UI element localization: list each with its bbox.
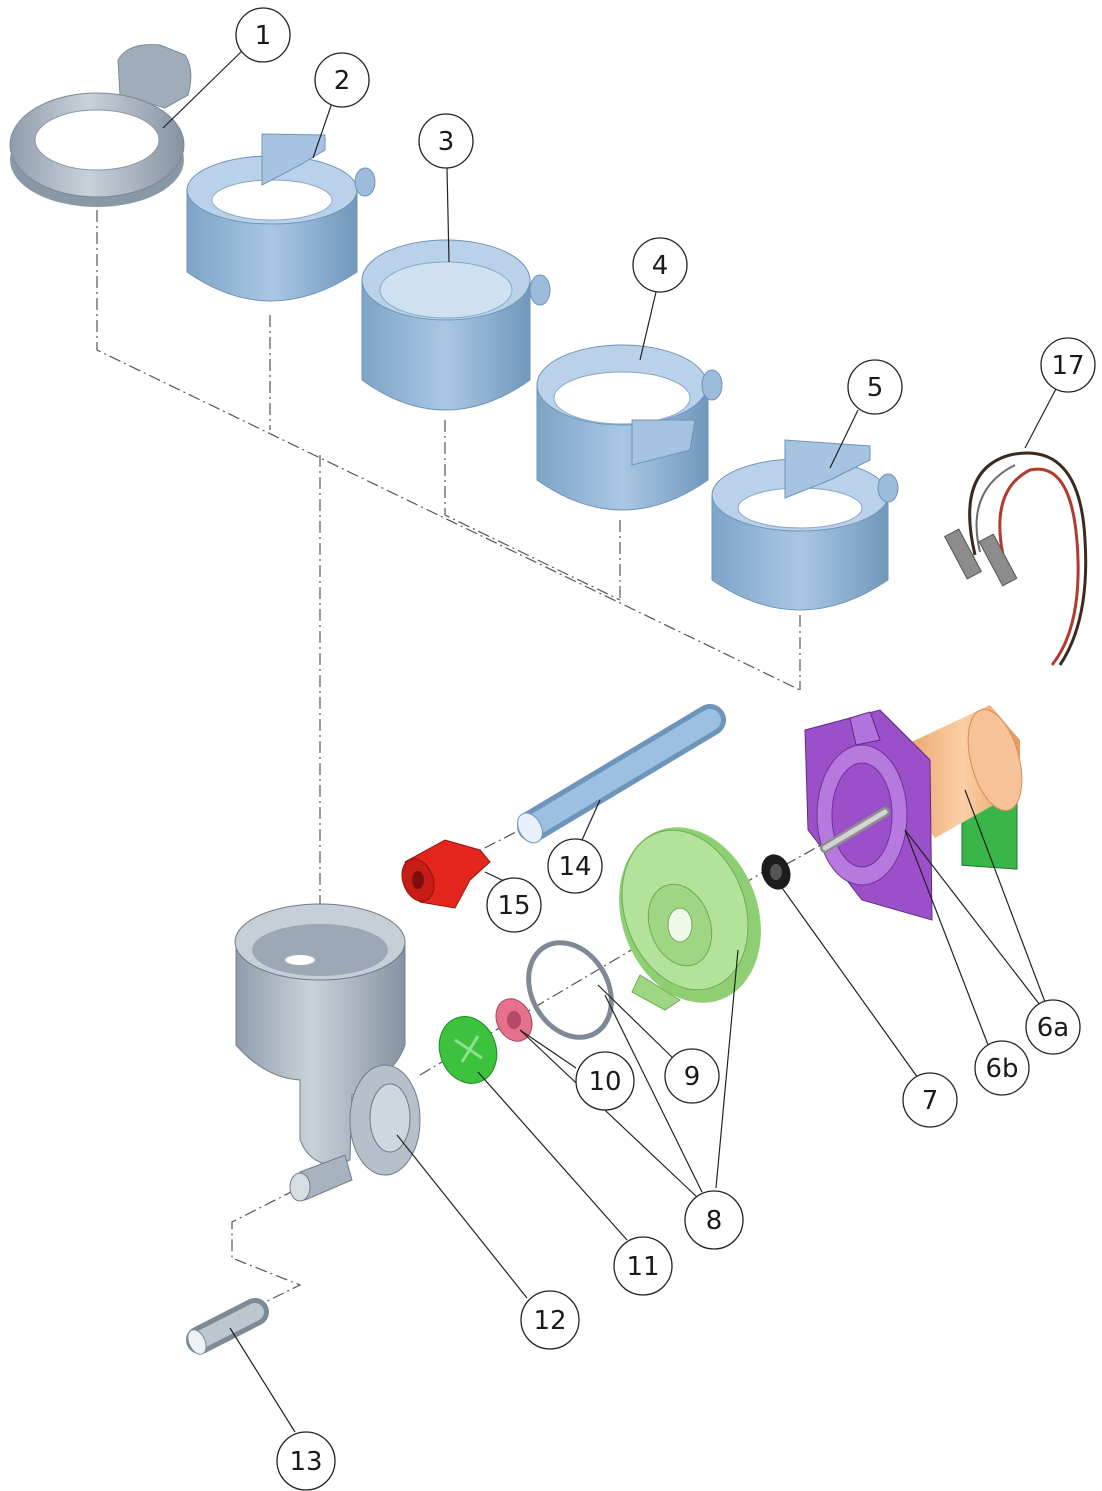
svg-text:10: 10	[588, 1067, 621, 1097]
part-15-red-fitting	[401, 839, 491, 909]
svg-text:6a: 6a	[1037, 1013, 1069, 1043]
part-14-blue-tube	[517, 704, 726, 844]
callout-9: 9	[664, 1048, 720, 1104]
svg-text:14: 14	[558, 852, 591, 882]
part-17-wire-harness	[943, 451, 1088, 666]
svg-text:6b: 6b	[985, 1054, 1018, 1084]
callout-2: 2	[314, 52, 370, 108]
callout-6b: 6b	[974, 1040, 1030, 1096]
callout-12: 12	[520, 1290, 580, 1350]
svg-text:1: 1	[255, 21, 272, 51]
svg-text:15: 15	[497, 891, 530, 921]
callout-1: 1	[235, 7, 291, 63]
svg-text:2: 2	[334, 66, 351, 96]
callout-13: 13	[276, 1431, 336, 1491]
part-13-small-pipe	[186, 1298, 269, 1355]
callouts: 1 2 3 4 5 17 14 15	[235, 7, 1096, 1491]
part-9-o-ring	[526, 940, 614, 1040]
callout-8: 8	[684, 1190, 744, 1250]
svg-text:12: 12	[533, 1306, 566, 1336]
part-10-pink-grommet	[495, 998, 533, 1042]
callout-6a: 6a	[1025, 999, 1081, 1055]
part-12-metal-body	[234, 903, 421, 1202]
svg-text:17: 17	[1051, 351, 1084, 381]
part-1-ring-nut	[9, 44, 192, 207]
part-7-black-seal	[761, 854, 791, 890]
svg-text:11: 11	[626, 1252, 659, 1282]
svg-text:13: 13	[289, 1447, 322, 1477]
callout-14: 14	[547, 838, 603, 894]
callout-5: 5	[847, 359, 903, 415]
part-6-solenoid-assembly	[804, 705, 1023, 921]
callout-3: 3	[418, 113, 474, 169]
callout-11: 11	[613, 1236, 673, 1296]
part-11-green-disk	[438, 1016, 498, 1084]
svg-text:5: 5	[867, 373, 884, 403]
svg-text:7: 7	[922, 1086, 939, 1116]
callout-15: 15	[486, 877, 542, 933]
svg-text:4: 4	[652, 251, 669, 281]
svg-text:8: 8	[706, 1206, 723, 1236]
svg-text:3: 3	[438, 127, 455, 157]
part-5-blue-ring	[711, 439, 899, 611]
part-3-blue-ring	[361, 239, 551, 411]
callout-4: 4	[632, 237, 688, 293]
callout-7: 7	[902, 1072, 958, 1128]
leader-lines	[162, 49, 1059, 1433]
callout-17: 17	[1040, 337, 1096, 393]
part-4-blue-ring	[536, 344, 723, 511]
svg-text:9: 9	[684, 1062, 701, 1092]
part-2-blue-ring	[186, 133, 376, 302]
callout-10: 10	[575, 1051, 635, 1111]
part-8-green-flange	[619, 827, 761, 1011]
